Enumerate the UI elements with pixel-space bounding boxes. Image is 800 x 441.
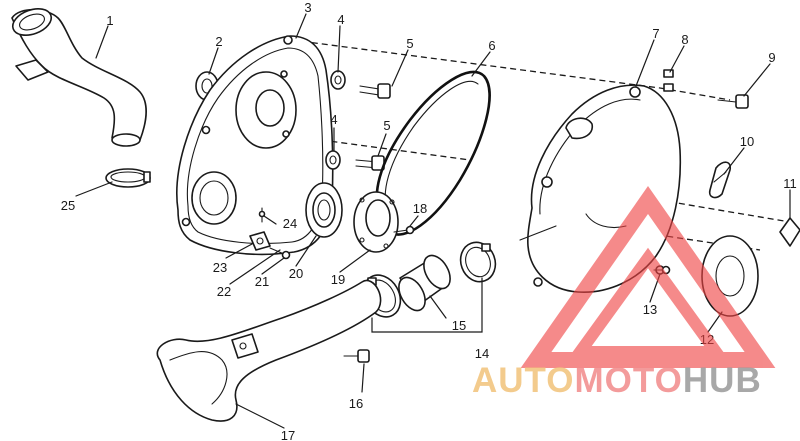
callout-5-mid: 5 xyxy=(383,118,390,133)
callout-4-mid: 4 xyxy=(330,112,337,127)
callout-24: 24 xyxy=(283,216,297,231)
callout-9: 9 xyxy=(768,50,775,65)
callout-2: 2 xyxy=(215,34,222,49)
watermark-wordmark: AUTOMOTOHUB xyxy=(472,361,762,400)
watermark-hub: HUB xyxy=(683,361,762,400)
callout-5-top: 5 xyxy=(406,36,413,51)
washer-4-lower xyxy=(325,150,341,170)
sheave-19 xyxy=(353,191,399,253)
callout-10: 10 xyxy=(740,134,754,149)
seal-ring-20 xyxy=(305,182,343,238)
washer-4-upper xyxy=(330,70,346,90)
bracket-23 xyxy=(249,231,271,251)
callout-25: 25 xyxy=(61,198,75,213)
callout-8: 8 xyxy=(681,32,688,47)
callout-17: 17 xyxy=(281,428,295,441)
bolt-5-upper xyxy=(359,83,391,99)
callout-20: 20 xyxy=(289,266,303,281)
callout-1: 1 xyxy=(106,13,113,28)
bolt-5-lower xyxy=(355,155,385,171)
callout-19: 19 xyxy=(331,272,345,287)
decal-8 xyxy=(663,69,674,92)
sleeve-15 xyxy=(398,254,451,312)
callout-22: 22 xyxy=(217,284,231,299)
inner-cover-3 xyxy=(176,35,334,256)
watermark-moto: MOTO xyxy=(575,361,683,400)
gasket-strip-10 xyxy=(708,161,732,199)
watermark-triangle-outer xyxy=(520,186,776,368)
callout-7: 7 xyxy=(652,26,659,41)
callout-21: 21 xyxy=(255,274,269,289)
intake-duct-lower xyxy=(156,279,382,422)
decal-11 xyxy=(779,217,800,247)
leader-lines xyxy=(75,13,791,429)
svg-text:AUTOMOTOHUB: AUTOMOTOHUB xyxy=(472,361,762,400)
callout-14: 14 xyxy=(475,346,489,361)
bolt-9 xyxy=(717,94,749,109)
callout-23: 23 xyxy=(213,260,227,275)
callout-15: 15 xyxy=(452,318,466,333)
screw-21 xyxy=(269,247,291,260)
callout-11: 11 xyxy=(783,176,797,191)
watermark-triangle-inner xyxy=(568,247,728,358)
watermark-auto: AUTO xyxy=(472,361,575,400)
callout-13: 13 xyxy=(643,302,657,317)
bolt-16 xyxy=(343,349,370,363)
clamp-14-right xyxy=(459,241,497,283)
pin-24 xyxy=(258,207,266,223)
callout-18: 18 xyxy=(413,201,427,216)
callout-3: 3 xyxy=(304,0,311,15)
watermark-logo xyxy=(520,186,776,368)
callout-6: 6 xyxy=(488,38,495,53)
callout-16: 16 xyxy=(349,396,363,411)
intake-duct-upper xyxy=(11,8,147,147)
clamp-25 xyxy=(105,168,151,188)
callout-4-top: 4 xyxy=(337,12,344,27)
